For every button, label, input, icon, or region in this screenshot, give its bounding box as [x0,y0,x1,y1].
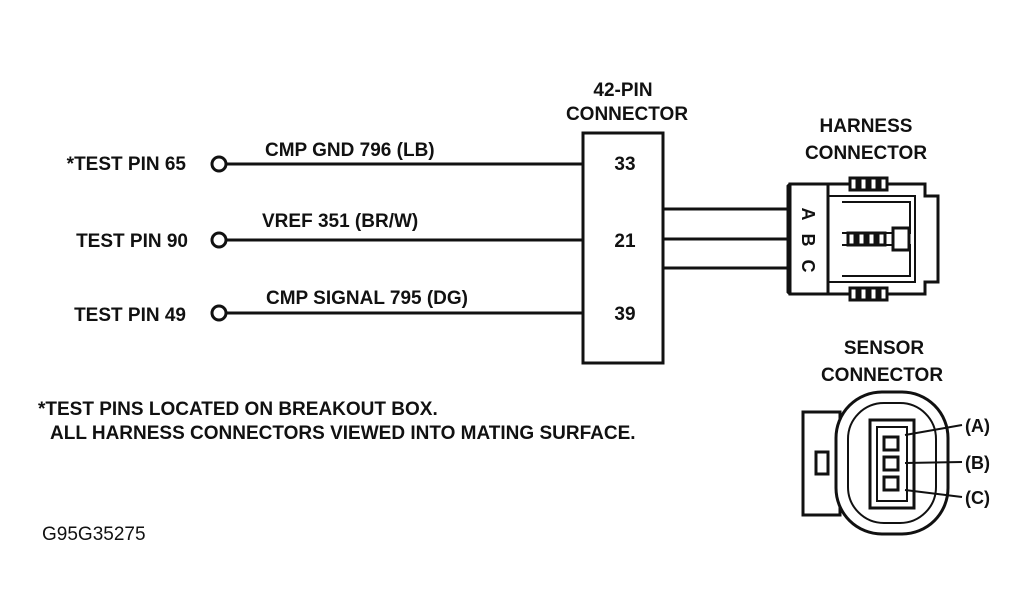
harness-pin-letter-c: C [798,260,818,273]
connector-pin-33: 33 [614,154,635,175]
note-line-1: *TEST PINS LOCATED ON BREAKOUT BOX. [38,399,438,420]
harness-connector-title-2: CONNECTOR [805,143,927,164]
connector-pin-21: 21 [614,231,636,252]
harness-connector-title-1: HARNESS [820,116,913,137]
pin-connector-title-1: 42-PIN [593,80,652,101]
harness-middle-ribs [846,231,887,247]
sensor-connector-drawing [801,390,963,536]
sensor-connector-title-2: CONNECTOR [821,365,943,386]
wire-label-cmp-signal: CMP SIGNAL 795 (DG) [266,288,468,309]
sensor-connector-title-1: SENSOR [844,338,925,359]
harness-connector-drawing [786,176,940,302]
harness-pin-letter-a: A [798,208,818,221]
sensor-pin-label-a: (A) [965,416,990,436]
harness-top-ribs [848,176,889,192]
test-pin-49-terminal [210,304,228,322]
harness-pin-letter-b: B [798,234,818,247]
sensor-pin-label-c: (C) [965,488,990,508]
wire-label-vref: VREF 351 (BR/W) [262,211,418,232]
test-pin-65-label: *TEST PIN 65 [67,154,187,175]
test-pin-49-label: TEST PIN 49 [74,305,186,326]
harness-bottom-ribs [848,286,889,302]
test-pin-90-label: TEST PIN 90 [76,231,188,252]
pin-connector-title-2: CONNECTOR [566,104,688,125]
figure-id: G95G35275 [42,524,146,545]
connector-pin-39: 39 [614,304,635,325]
pin-connector-box [581,131,665,365]
note-line-2: ALL HARNESS CONNECTORS VIEWED INTO MATIN… [50,423,636,444]
wire-label-cmp-gnd: CMP GND 796 (LB) [265,140,435,161]
sensor-pin-label-b: (B) [965,453,990,473]
test-pin-90-terminal [210,231,228,249]
test-pin-65-terminal [210,155,228,173]
